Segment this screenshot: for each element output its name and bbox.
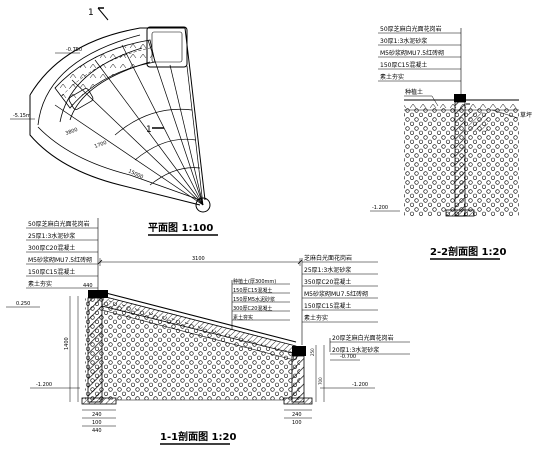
layer-list-22: 50厚芝麻白光面花岗岩 30厚1:3水泥砂浆 M5砂浆砌MU7.5红砖砌 150…: [378, 25, 461, 82]
svg-text:350厚C20混凝土: 350厚C20混凝土: [304, 278, 351, 286]
svg-text:1: 1: [146, 125, 152, 135]
elev-left-11: -1.200: [36, 382, 52, 388]
svg-text:50厚芝麻白光面花岗岩: 50厚芝麻白光面花岗岩: [28, 220, 90, 228]
marker-label: 1: [88, 8, 94, 18]
svg-text:50厚芝麻白光面花岗岩: 50厚芝麻白光面花岗岩: [380, 25, 442, 33]
dim-base3: 440: [92, 428, 102, 434]
label-lawn: 草坪: [520, 111, 532, 119]
svg-text:300厚C20混凝土: 300厚C20混凝土: [28, 244, 75, 252]
plan-view: 1: [10, 7, 218, 236]
svg-text:M5砂浆砌MU7.5红砖砌: M5砂浆砌MU7.5红砖砌: [304, 290, 368, 298]
svg-text:20厚芝麻白光面花岗岩: 20厚芝麻白光面花岗岩: [332, 334, 394, 342]
svg-text:25厚1:3水泥砂浆: 25厚1:3水泥砂浆: [28, 232, 75, 240]
dim-base2: 100: [92, 420, 102, 426]
section-1-1: 50厚芝麻白光面花岗岩 25厚1:3水泥砂浆 300厚C20混凝土 M5砂浆砌M…: [6, 218, 410, 445]
svg-text:300厚C20混凝土: 300厚C20混凝土: [233, 305, 272, 312]
curb-22: [454, 94, 466, 102]
dim-right-base1: 240: [292, 412, 302, 418]
gravel-body-11: [85, 298, 300, 400]
fan-centre: [195, 197, 211, 213]
svg-text:25厚1:3水泥砂浆: 25厚1:3水泥砂浆: [304, 266, 351, 274]
plan-title: 平面图 1:100: [148, 222, 213, 234]
elev-right2: -1.200: [352, 382, 368, 388]
elev-top: -0.750: [66, 47, 82, 53]
svg-text:素土夯实: 素土夯实: [233, 314, 253, 321]
dim-height-11: 1400: [64, 337, 70, 350]
elev-right: -0.700: [340, 354, 356, 360]
layer-list-11-left: 50厚芝麻白光面花岗岩 25厚1:3水泥砂浆 300厚C20混凝土 M5砂浆砌M…: [26, 220, 98, 289]
svg-text:20厚1:3水泥砂浆: 20厚1:3水泥砂浆: [332, 346, 379, 354]
planter-box: [146, 26, 188, 68]
svg-text:150厚M5水泥砂浆: 150厚M5水泥砂浆: [233, 296, 275, 303]
left-wall: [87, 297, 103, 403]
svg-text:M5砂浆砌MU7.5红砖砌: M5砂浆砌MU7.5红砖砌: [28, 256, 92, 264]
elev-left: -5.15m: [13, 113, 31, 119]
section-22-title: 2-2剖面图 1:20: [430, 245, 506, 258]
layer-list-11-mid: 种植土(厚300mm) 150厚C15混凝土 150厚M5水泥砂浆 300厚C2…: [232, 278, 290, 321]
svg-text:150厚C15混凝土: 150厚C15混凝土: [28, 268, 75, 276]
radial-lines: [54, 39, 204, 206]
dim-base1: 240: [92, 412, 102, 418]
dim-right-top: 250: [310, 348, 315, 356]
svg-text:150厚C15混凝土: 150厚C15混凝土: [380, 61, 427, 69]
dim-right-h: 700: [318, 377, 323, 385]
svg-text:150厚C15混凝土: 150厚C15混凝土: [233, 287, 272, 294]
label-planting-soil: 种植土: [405, 88, 423, 96]
svg-text:30厚1:3水泥砂浆: 30厚1:3水泥砂浆: [380, 37, 427, 45]
layer-list-11-right2: 20厚芝麻白光面花岗岩 20厚1:3水泥砂浆: [330, 334, 410, 355]
dim-right-base2: 100: [292, 420, 302, 426]
fan-outer-arc: [29, 27, 206, 201]
dim-b: 1700: [94, 140, 108, 150]
elev-22: -1.200: [372, 205, 388, 211]
section-11-title: 1-1剖面图 1:20: [160, 430, 236, 443]
dim-top-11: 3100: [192, 256, 205, 262]
dim-left-w: 440: [83, 283, 93, 289]
svg-text:150厚C15混凝土: 150厚C15混凝土: [304, 302, 351, 310]
right-wall: [291, 355, 305, 403]
section-marker-top: 1: [88, 7, 109, 21]
dim-arc: 15000: [127, 168, 144, 180]
section-2-2: 50厚芝麻白光面花岗岩 30厚1:3水泥砂浆 M5砂浆砌MU7.5红砖砌 150…: [370, 25, 532, 260]
svg-text:素土夯实: 素土夯实: [304, 314, 328, 322]
svg-text:种植土(厚300mm): 种植土(厚300mm): [233, 278, 276, 285]
svg-text:素土夯实: 素土夯实: [28, 280, 52, 288]
section-marker-mid: 1: [146, 125, 164, 135]
svg-text:M5砂浆砌MU7.5红砖砌: M5砂浆砌MU7.5红砖砌: [380, 49, 444, 57]
svg-text:素土夯实: 素土夯实: [380, 73, 404, 81]
layer-list-11-right: 芝麻白光面花岗岩 25厚1:3水泥砂浆 350厚C20混凝土 M5砂浆砌MU7.…: [302, 254, 378, 323]
dim-a: 3800: [65, 127, 79, 137]
elev-left-top: 0.250: [16, 301, 30, 307]
svg-text:芝麻白光面花岗岩: 芝麻白光面花岗岩: [304, 254, 352, 262]
